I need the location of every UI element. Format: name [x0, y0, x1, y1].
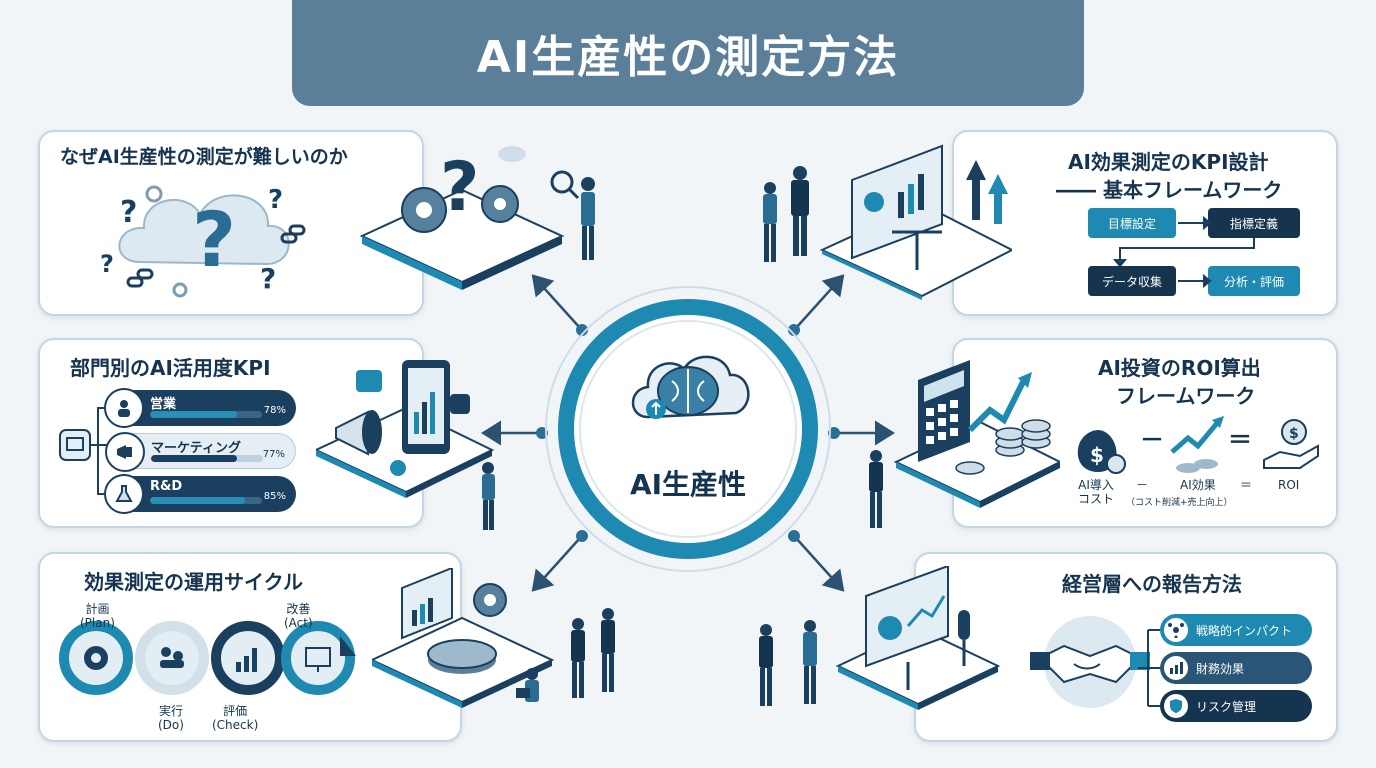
roi-label-minus-small: － [1136, 478, 1149, 492]
question-cloud-illustration: ? ? ? ? ? [100, 185, 306, 298]
flow-step-goal: 目標設定 [1088, 208, 1176, 238]
financial-chart-icon [1164, 656, 1188, 680]
dept-name-sales: 営業 [150, 397, 177, 412]
page-title: AI生産性の測定方法 [476, 32, 900, 83]
roi-label-effect: AI効果 [1180, 478, 1216, 492]
presenters-chart-illustration [763, 144, 1012, 300]
report-item-financial-label: 財務効果 [1196, 661, 1245, 676]
pdca-cycle-diagram [59, 621, 356, 695]
arrow-upper-right [795, 274, 845, 329]
report-item-risk-label: リスク管理 [1196, 699, 1257, 714]
brain-cloud-icon [631, 355, 750, 419]
center-hub: AI生産性 [544, 285, 832, 573]
report-item-strategic-label: 戦略的インパクト [1196, 623, 1293, 638]
flow-step-data: データ収集 [1088, 266, 1176, 296]
roi-title-line1: AI投資のROI算出 [1098, 356, 1261, 380]
people-icon [160, 647, 184, 668]
cycle-title: 効果測定の運用サイクル [84, 570, 303, 594]
svg-text:?: ? [100, 250, 114, 278]
handshake-illustration [1030, 616, 1150, 708]
cycle-act-label: 改善 (Act) [284, 602, 313, 630]
board-presentation-illustration [759, 566, 1001, 710]
gear-icon [84, 646, 108, 670]
dept-fill-sales [150, 411, 238, 418]
flow-step-analysis: 分析・評価 [1208, 266, 1300, 296]
team-meeting-illustration [372, 568, 615, 708]
calculator-coins-illustration [869, 360, 1060, 528]
arrow-lower-left [531, 537, 581, 592]
arrow-lower-right [795, 537, 845, 592]
cycle-do-label: 実行 (Do) [158, 704, 184, 732]
dept-bar-rnd: R&D 85% [104, 474, 296, 514]
flow-step-metric: 指標定義 [1208, 208, 1300, 238]
roi-formula-icons: $ $ [1077, 416, 1319, 474]
dept-pct-rnd: 85% [263, 491, 286, 502]
dept-fill-rnd [150, 497, 246, 504]
dept-pct-marketing: 77% [262, 449, 285, 460]
hand-coin-icon: $ [1263, 419, 1319, 469]
dept-bar-sales: 営業 78% [104, 388, 296, 428]
roi-label-effect-sub: （コスト削減+売上向上） [1126, 498, 1233, 508]
kpi-design-title-line2: ―― 基本フレームワーク [1056, 178, 1283, 202]
roi-title-line2: フレームワーク [1116, 384, 1256, 408]
roi-label-roi: ROI [1278, 478, 1300, 492]
report-title: 経営層への報告方法 [1062, 572, 1242, 596]
kpi-flow-arrows [1112, 215, 1255, 289]
kpi-design-title-line1: AI効果測定のKPI設計 [1068, 150, 1269, 174]
roi-minus-symbol: － [1140, 426, 1164, 454]
money-bag-icon: $ [1077, 430, 1126, 474]
bar-chart-icon [236, 648, 257, 672]
svg-text:$: $ [1289, 426, 1299, 442]
person-icon [104, 388, 144, 428]
roi-label-cost: AI導入 コスト [1078, 478, 1115, 506]
dept-kpi-title: 部門別のAI活用度KPI [70, 356, 271, 380]
shield-icon [1164, 694, 1188, 718]
dept-fill-marketing [151, 455, 238, 462]
roi-equals-symbol: ＝ [1228, 426, 1252, 454]
dept-name-marketing: マーケティング [151, 441, 241, 456]
flask-icon [104, 474, 144, 514]
cycle-check-label: 評価 (Check) [212, 704, 259, 732]
dept-tree-lines [59, 407, 108, 495]
report-item-financial: 財務効果 [1160, 652, 1312, 684]
dept-bar-marketing: マーケティング 77% [105, 432, 296, 472]
center-label: AI生産性 [629, 468, 747, 501]
monitor-icon [305, 647, 331, 672]
why-hard-title: なぜAI生産性の測定が難しいのか [60, 146, 348, 168]
marketing-phone-illustration [316, 360, 495, 530]
svg-text:?: ? [120, 195, 137, 230]
svg-text:?: ? [260, 262, 276, 295]
report-item-risk: リスク管理 [1160, 690, 1312, 722]
cycle-plan-label: 計画 (Plan) [80, 602, 115, 630]
trend-up-icon [1170, 416, 1224, 473]
svg-text:?: ? [440, 148, 479, 227]
dept-pct-sales: 78% [263, 405, 286, 416]
svg-text:?: ? [268, 185, 283, 215]
report-item-strategic: 戦略的インパクト [1160, 614, 1312, 646]
network-icon [1164, 618, 1188, 642]
svg-text:$: $ [1090, 443, 1104, 467]
svg-text:?: ? [192, 195, 236, 284]
arrow-upper-left [531, 274, 581, 329]
title-banner: AI生産性の測定方法 [292, 0, 1084, 106]
gears-question-illustration: ? [359, 146, 595, 290]
megaphone-icon [105, 432, 145, 472]
report-bracket-lines [1138, 629, 1162, 707]
dept-name-rnd: R&D [150, 479, 183, 494]
roi-label-equals-small: ＝ [1240, 478, 1253, 492]
